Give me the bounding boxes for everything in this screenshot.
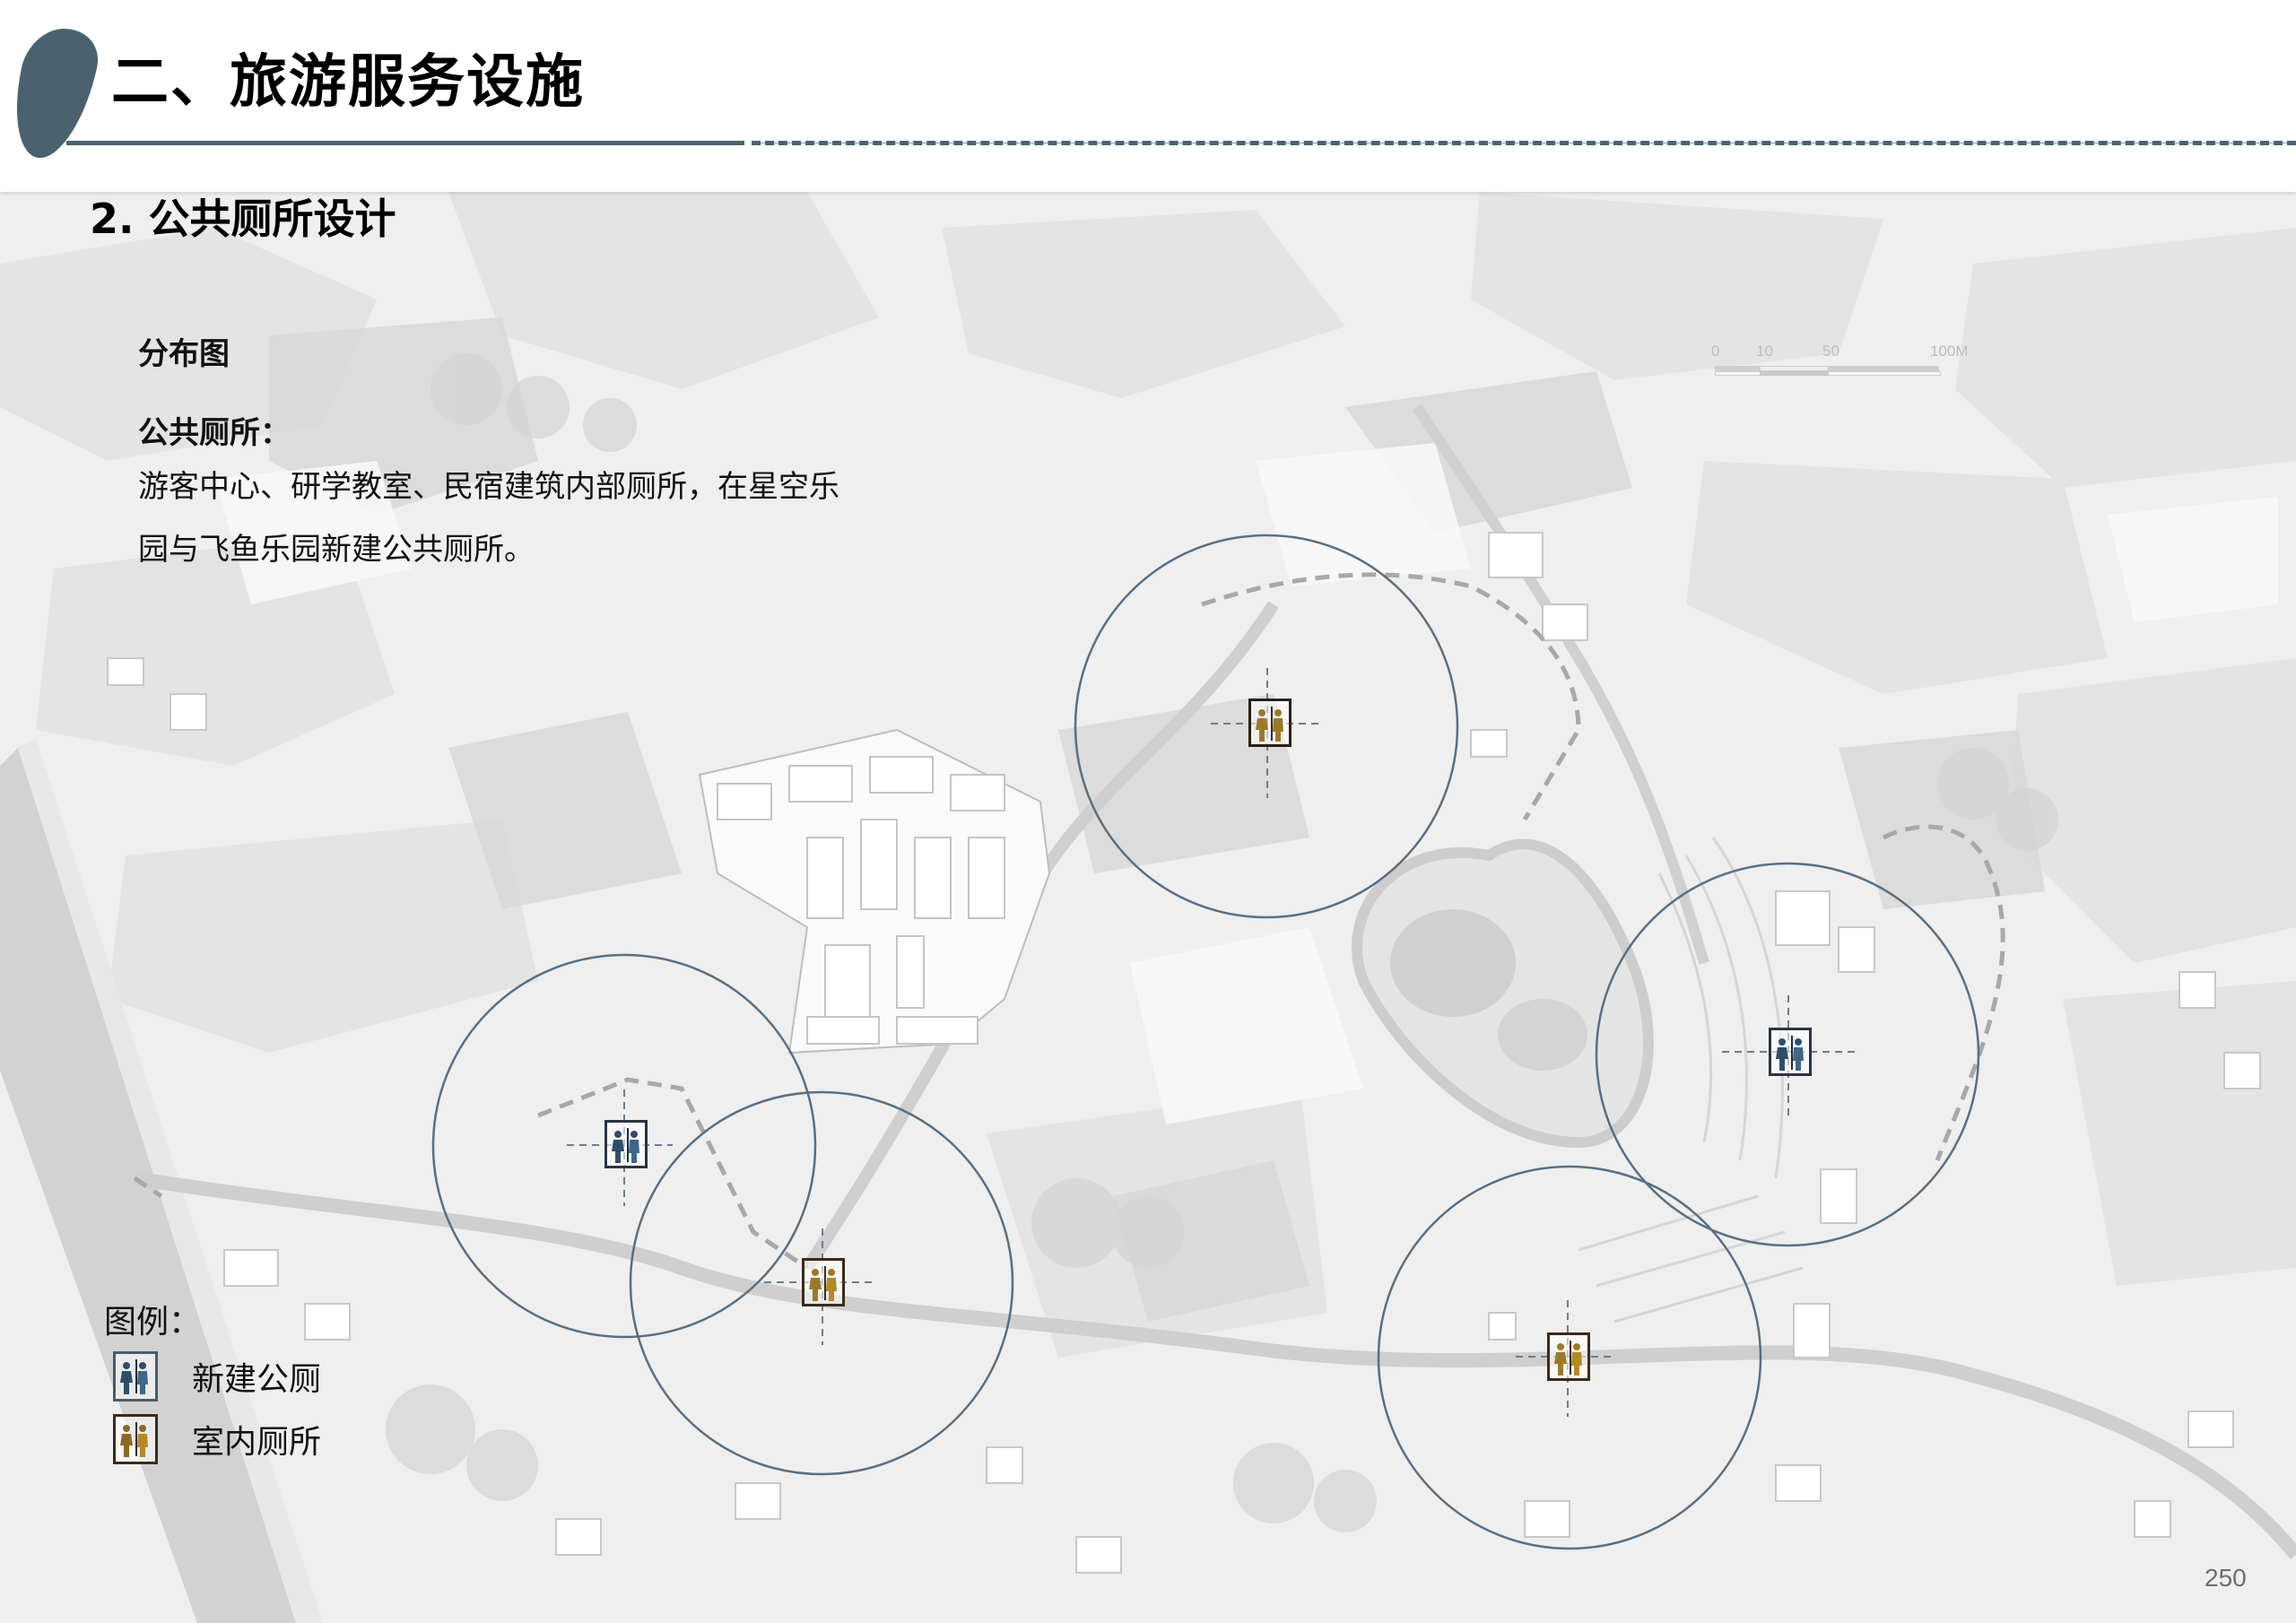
new-public-toilet-marker[interactable] xyxy=(1769,1028,1812,1076)
header-accent-shape xyxy=(2,29,106,158)
scale-label-10: 10 xyxy=(1756,343,1773,360)
toilet-icon xyxy=(612,1131,639,1163)
description-line-1: 游客中心、研学教室、民宿建筑内部厕所，在星空乐 xyxy=(138,469,839,505)
scale-bar: 0 10 50 100M xyxy=(1704,343,1991,387)
legend-title: 图例： xyxy=(104,1304,202,1341)
page-title: 二、旅游服务设施 xyxy=(111,49,585,116)
scale-label-100m: 100M xyxy=(1930,343,1969,360)
description-line-2: 园与飞鱼乐园新建公共厕所。 xyxy=(138,532,535,568)
map-legend: 图例： 新建公厕 室内厕所 xyxy=(104,1300,321,1471)
header-rule-solid xyxy=(66,141,744,145)
new-public-toilet-marker[interactable] xyxy=(604,1120,648,1168)
toilet-icon xyxy=(809,1269,837,1301)
header-rule-dashed xyxy=(752,141,2296,145)
new-public-toilet-icon xyxy=(113,1351,158,1402)
scale-label-50: 50 xyxy=(1822,343,1839,360)
toilet-icon xyxy=(1256,709,1283,742)
legend-label-indoor-toilet: 室内厕所 xyxy=(192,1424,322,1461)
legend-label-new-public-toilet: 新建公厕 xyxy=(192,1361,322,1398)
toilet-icon xyxy=(1776,1038,1804,1071)
indoor-toilet-marker[interactable] xyxy=(1248,699,1292,747)
indoor-toilet-icon xyxy=(113,1414,158,1464)
description-text: 游客中心、研学教室、民宿建筑内部厕所，在星空乐 园与飞鱼乐园新建公共厕所。 xyxy=(138,456,945,581)
page-number: 250 xyxy=(2205,1564,2247,1592)
section-title: 2. 公共厕所设计 xyxy=(90,195,396,243)
indoor-toilet-marker[interactable] xyxy=(802,1258,845,1306)
description-block: 分布图 公共厕所： 游客中心、研学教室、民宿建筑内部厕所，在星空乐 园与飞鱼乐园… xyxy=(138,332,945,581)
distribution-heading: 分布图 xyxy=(138,336,230,372)
scale-label-0: 0 xyxy=(1711,343,1720,360)
legend-item-new-public-toilet: 新建公厕 xyxy=(104,1345,321,1408)
toilets-heading: 公共厕所： xyxy=(138,415,291,451)
toilet-icon xyxy=(1554,1343,1582,1376)
page-header: 二、旅游服务设施 xyxy=(0,0,2296,192)
legend-item-indoor-toilet: 室内厕所 xyxy=(104,1408,321,1471)
indoor-toilet-marker[interactable] xyxy=(1547,1332,1590,1381)
